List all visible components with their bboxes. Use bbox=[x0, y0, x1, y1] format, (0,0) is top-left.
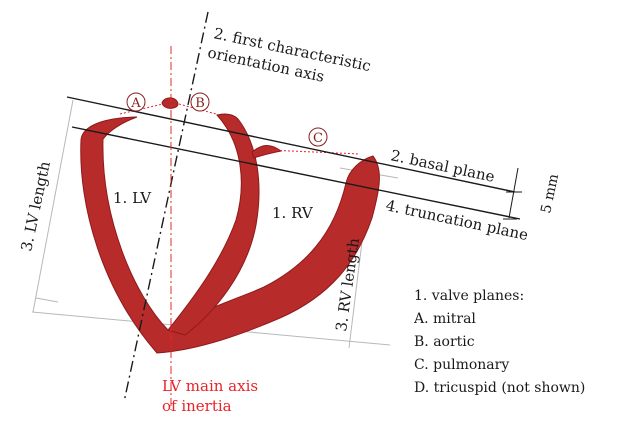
truncation-plane-line bbox=[71, 126, 521, 220]
legend-item-tricuspid: D. tricuspid (not shown) bbox=[414, 380, 585, 396]
rv-chamber-label: 1. RV bbox=[272, 204, 314, 222]
valve-letter-c: C bbox=[313, 131, 323, 146]
lv-axis-label-line-1: LV main axis bbox=[162, 377, 258, 395]
lv-wall bbox=[80, 97, 380, 354]
lv-length-label: 3. LV length bbox=[17, 159, 54, 253]
legend-title: 1. valve planes: bbox=[414, 288, 524, 304]
valve-marker-c: C bbox=[308, 127, 328, 147]
valve-marker-b: B bbox=[190, 92, 210, 112]
aortic-root bbox=[161, 97, 179, 109]
basal-plane-label: 2. basal plane bbox=[389, 146, 496, 186]
valve-letter-b: B bbox=[195, 96, 205, 111]
legend-item-pulmonary: C. pulmonary bbox=[414, 357, 509, 373]
spacing-label: 5 mm bbox=[538, 172, 562, 214]
heart-outer-wall bbox=[80, 116, 380, 354]
septum-wall bbox=[167, 113, 260, 336]
basal-plane-line bbox=[66, 96, 516, 193]
legend-item-aortic: B. aortic bbox=[414, 334, 475, 350]
valve-letter-a: A bbox=[130, 96, 141, 111]
first-orientation-axis bbox=[123, 11, 209, 403]
rv-free-wall-tip bbox=[251, 145, 283, 159]
valve-plane-lines bbox=[119, 103, 361, 155]
spacing-bracket bbox=[503, 167, 522, 220]
valve-legend: 1. valve planes: A. mitral B. aortic C. … bbox=[413, 288, 585, 396]
lv-chamber-label: 1. LV bbox=[113, 189, 152, 207]
lv-axis-label-line-2: of inertia bbox=[162, 397, 232, 415]
truncation-plane-label: 4. truncation plane bbox=[384, 196, 530, 244]
valve-marker-a: A bbox=[126, 92, 146, 112]
legend-item-mitral: A. mitral bbox=[413, 311, 476, 327]
